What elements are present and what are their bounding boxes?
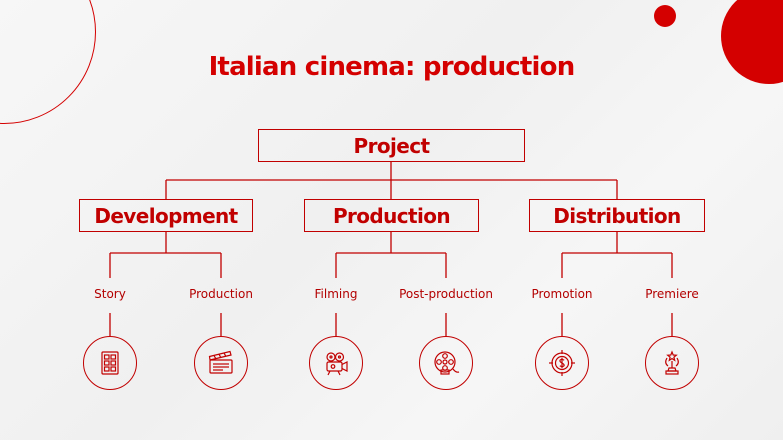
film-camera-icon [309, 336, 363, 390]
clapperboard-icon [194, 336, 248, 390]
node-production: Production [304, 199, 479, 232]
node-development: Development [79, 199, 253, 232]
leaf-label-post-production: Post-production [399, 287, 493, 301]
decorative-dot-small [654, 5, 676, 27]
leaf-label-filming: Filming [314, 287, 358, 301]
node-project: Project [258, 129, 525, 162]
leaf-label-dev-production: Production [189, 287, 253, 301]
leaf-label-story: Story [94, 287, 126, 301]
node-distribution: Distribution [529, 199, 705, 232]
leaf-label-premiere: Premiere [645, 287, 699, 301]
leaf-label-promotion: Promotion [531, 287, 593, 301]
award-trophy-icon [645, 336, 699, 390]
storyboard-icon [83, 336, 137, 390]
slide-title: Italian cinema: production [208, 52, 576, 82]
dollar-target-icon [535, 336, 589, 390]
film-reel-icon [419, 336, 473, 390]
